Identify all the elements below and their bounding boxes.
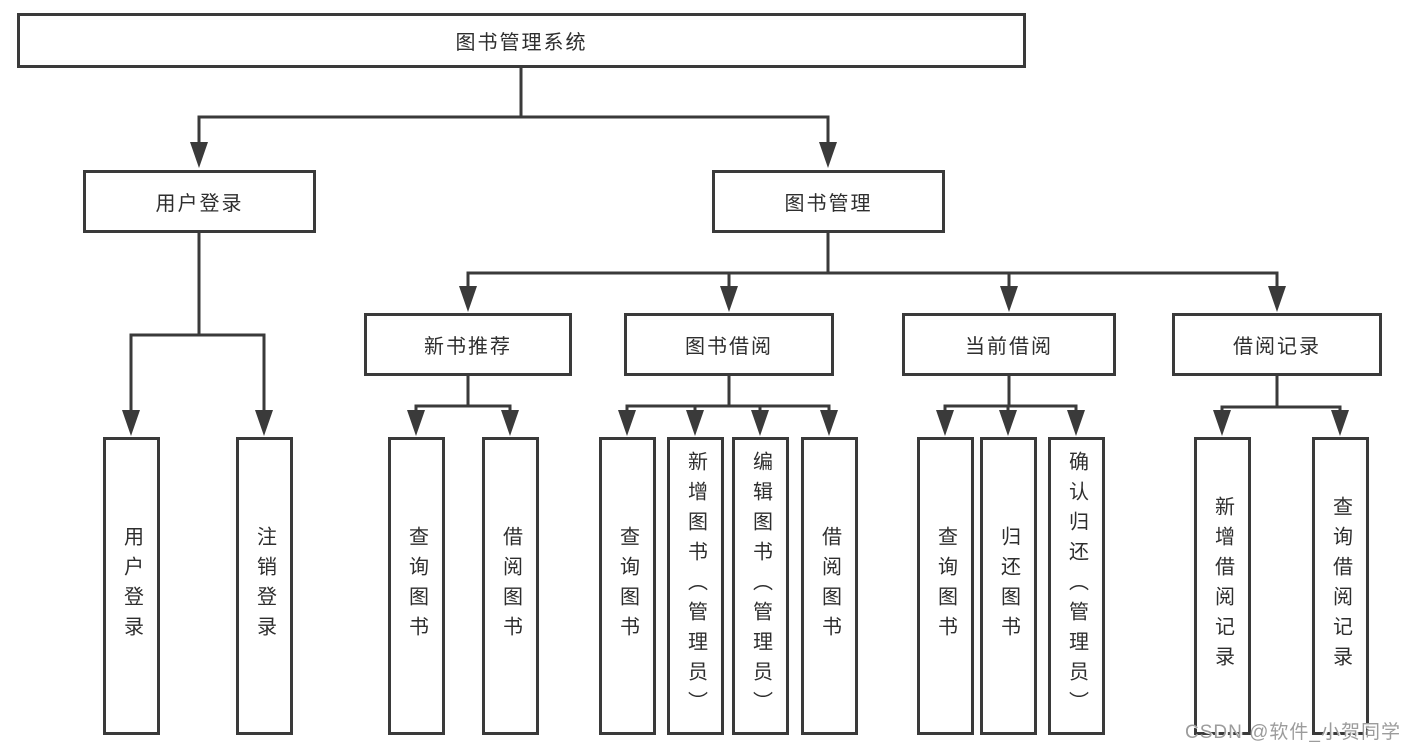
- node-leaf-query-books-a: 查询图书: [388, 437, 445, 735]
- arrowhead-icon: [459, 286, 477, 312]
- node-leaf-borrow-books-b: 借阅图书: [801, 437, 858, 735]
- node-book-management: 图书管理: [712, 170, 945, 233]
- node-leaf-query-books-c: 查询图书: [917, 437, 974, 735]
- watermark: CSDN @软件_小贺同学: [1185, 722, 1401, 743]
- node-new-book-recommend: 新书推荐: [364, 313, 572, 376]
- arrowhead-icon: [1067, 410, 1085, 436]
- node-user-login-label: 用户登录: [155, 193, 244, 215]
- arrowhead-icon: [820, 410, 838, 436]
- arrowhead-icon: [1000, 286, 1018, 312]
- node-leaf-return-books: 归还图书: [980, 437, 1037, 735]
- arrowhead-icon: [1268, 286, 1286, 312]
- arrowhead-icon: [720, 286, 738, 312]
- node-leaf-confirm-return-admin-label: 确认归还（管理员）: [1065, 451, 1088, 721]
- node-leaf-user-login: 用户登录: [103, 437, 160, 735]
- arrowhead-icon: [255, 410, 273, 436]
- node-root-label: 图书管理系统: [455, 32, 588, 54]
- node-book-borrow-label: 图书借阅: [685, 336, 773, 358]
- node-leaf-edit-books-admin-label: 编辑图书（管理员）: [749, 451, 772, 721]
- node-leaf-query-books-c-label: 查询图书: [934, 526, 957, 646]
- arrowhead-icon: [190, 142, 208, 168]
- arrowhead-icon: [407, 410, 425, 436]
- arrowhead-icon: [751, 410, 769, 436]
- node-leaf-add-borrow-record-label: 新增借阅记录: [1211, 496, 1234, 676]
- node-leaf-return-books-label: 归还图书: [997, 526, 1020, 646]
- node-leaf-edit-books-admin: 编辑图书（管理员）: [732, 437, 789, 735]
- node-leaf-add-books-admin: 新增图书（管理员）: [667, 437, 724, 735]
- node-root: 图书管理系统: [17, 13, 1026, 68]
- node-leaf-logout-label: 注销登录: [253, 526, 276, 646]
- node-leaf-user-login-label: 用户登录: [120, 526, 143, 646]
- node-leaf-query-borrow-record: 查询借阅记录: [1312, 437, 1369, 735]
- node-user-login: 用户登录: [83, 170, 316, 233]
- node-book-borrow: 图书借阅: [624, 313, 834, 376]
- arrowhead-icon: [1331, 410, 1349, 436]
- arrowhead-icon: [819, 142, 837, 168]
- node-leaf-query-borrow-record-label: 查询借阅记录: [1329, 496, 1352, 676]
- node-leaf-query-books-b-label: 查询图书: [616, 526, 639, 646]
- node-leaf-borrow-books-a-label: 借阅图书: [499, 526, 522, 646]
- node-leaf-logout: 注销登录: [236, 437, 293, 735]
- node-borrow-records: 借阅记录: [1172, 313, 1382, 376]
- node-leaf-borrow-books-a: 借阅图书: [482, 437, 539, 735]
- arrowhead-icon: [1213, 410, 1231, 436]
- arrowhead-icon: [618, 410, 636, 436]
- node-borrow-records-label: 借阅记录: [1233, 336, 1321, 358]
- node-leaf-query-books-b: 查询图书: [599, 437, 656, 735]
- arrowhead-icon: [936, 410, 954, 436]
- arrowhead-icon: [122, 410, 140, 436]
- node-leaf-query-books-a-label: 查询图书: [405, 526, 428, 646]
- node-current-borrow-label: 当前借阅: [965, 336, 1053, 358]
- arrowhead-icon: [999, 410, 1017, 436]
- arrowhead-icon: [501, 410, 519, 436]
- node-current-borrow: 当前借阅: [902, 313, 1116, 376]
- node-leaf-add-books-admin-label: 新增图书（管理员）: [684, 451, 707, 721]
- node-leaf-add-borrow-record: 新增借阅记录: [1194, 437, 1251, 735]
- node-new-book-recommend-label: 新书推荐: [424, 336, 512, 358]
- node-book-management-label: 图书管理: [784, 193, 873, 215]
- node-leaf-confirm-return-admin: 确认归还（管理员）: [1048, 437, 1105, 735]
- arrowhead-icon: [686, 410, 704, 436]
- node-leaf-borrow-books-b-label: 借阅图书: [818, 526, 841, 646]
